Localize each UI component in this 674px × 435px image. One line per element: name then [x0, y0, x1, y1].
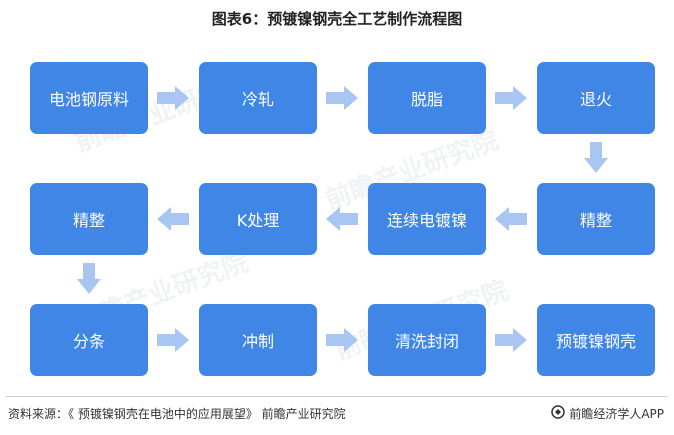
step-box: 冲制 [199, 304, 317, 376]
arrow-down-icon [77, 263, 101, 295]
step-box: 冷轧 [199, 62, 317, 134]
arrow-left-icon [326, 207, 360, 231]
arrow-right-icon [157, 86, 191, 110]
step-box: 电池钢原料 [30, 62, 148, 134]
chart-title: 图表6：预镀镍钢壳全工艺制作流程图 [211, 10, 463, 28]
source-note: 资料来源：《 预镀镍钢壳在电池中的应用展望》 前瞻产业研究院 [8, 407, 346, 421]
brand-label: 前瞻经济学人APP [551, 405, 664, 422]
step-box: K处理 [199, 183, 317, 255]
arrow-right-icon [495, 328, 529, 352]
arrow-left-icon [495, 207, 529, 231]
brand-text: 前瞻经济学人APP [569, 407, 664, 421]
step-box: 分条 [30, 304, 148, 376]
arrow-right-icon [326, 86, 360, 110]
brand-icon [551, 405, 566, 422]
step-box: 清洗封闭 [368, 304, 486, 376]
arrow-right-icon [157, 328, 191, 352]
step-box: 预镀镍钢壳 [537, 304, 655, 376]
arrow-left-icon [157, 207, 191, 231]
step-box: 脱脂 [368, 62, 486, 134]
arrow-right-icon [326, 328, 360, 352]
step-box: 连续电镀镍 [368, 183, 486, 255]
step-box: 精整 [537, 183, 655, 255]
step-box: 退火 [537, 62, 655, 134]
footer-divider [6, 396, 668, 397]
arrow-right-icon [495, 86, 529, 110]
step-box: 精整 [30, 183, 148, 255]
arrow-down-icon [584, 142, 608, 174]
